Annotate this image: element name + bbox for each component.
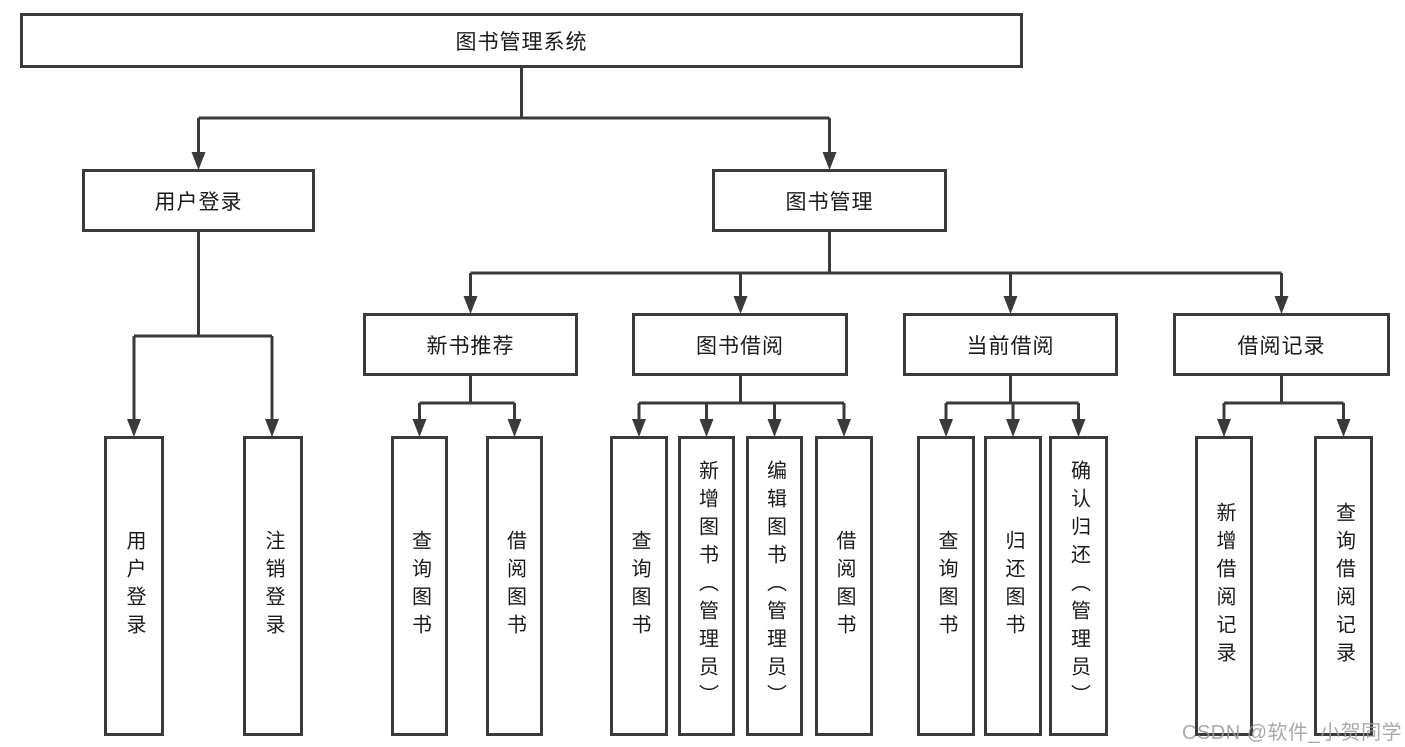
node-book-borrow: 图书借阅 xyxy=(632,313,848,376)
leaf-label: 用户登录 xyxy=(123,530,145,642)
leaf-borrow-add-book: 新增图书（管理员） xyxy=(678,436,735,736)
leaf-user-login: 用户登录 xyxy=(104,436,164,736)
leaf-borrow-edit-book: 编辑图书（管理员） xyxy=(746,436,803,736)
leaf-label: 查询图书 xyxy=(628,530,650,642)
leaf-current-confirm-return: 确认归还（管理员） xyxy=(1049,436,1108,736)
leaf-current-return-book: 归还图书 xyxy=(984,436,1042,736)
connector-paths xyxy=(132,68,1345,421)
leaf-label: 确认归还（管理员） xyxy=(1067,460,1090,712)
leaf-recommend-query-book: 查询图书 xyxy=(391,436,448,736)
node-new-book-recommend: 新书推荐 xyxy=(363,313,578,376)
leaf-label: 查询图书 xyxy=(935,530,957,642)
leaf-label: 新增借阅记录 xyxy=(1213,502,1235,670)
leaf-label: 查询借阅记录 xyxy=(1332,502,1355,670)
leaf-logout: 注销登录 xyxy=(243,436,303,736)
leaf-recommend-borrow-book: 借阅图书 xyxy=(486,436,543,736)
node-book-management: 图书管理 xyxy=(712,169,947,232)
leaf-label: 归还图书 xyxy=(1002,530,1024,642)
leaf-label: 借阅图书 xyxy=(503,530,526,642)
leaf-label: 编辑图书（管理员） xyxy=(763,460,786,712)
csdn-watermark: CSDN @软件_小贺同学 xyxy=(1182,722,1403,744)
leaf-records-add-record: 新增借阅记录 xyxy=(1195,436,1253,736)
leaf-label: 查询图书 xyxy=(408,530,431,642)
leaf-label: 新增图书（管理员） xyxy=(695,460,718,712)
leaf-records-query-record: 查询借阅记录 xyxy=(1314,436,1373,736)
leaf-current-query-book: 查询图书 xyxy=(917,436,975,736)
node-user-login: 用户登录 xyxy=(82,169,315,232)
node-root: 图书管理系统 xyxy=(20,13,1023,68)
leaf-label: 借阅图书 xyxy=(833,530,855,642)
arrowheads xyxy=(127,152,1351,437)
leaf-label: 注销登录 xyxy=(262,530,284,642)
node-borrow-records: 借阅记录 xyxy=(1173,313,1390,376)
leaf-borrow-borrow-book: 借阅图书 xyxy=(815,436,873,736)
node-current-borrow: 当前借阅 xyxy=(903,313,1118,376)
leaf-borrow-query-book: 查询图书 xyxy=(610,436,668,736)
